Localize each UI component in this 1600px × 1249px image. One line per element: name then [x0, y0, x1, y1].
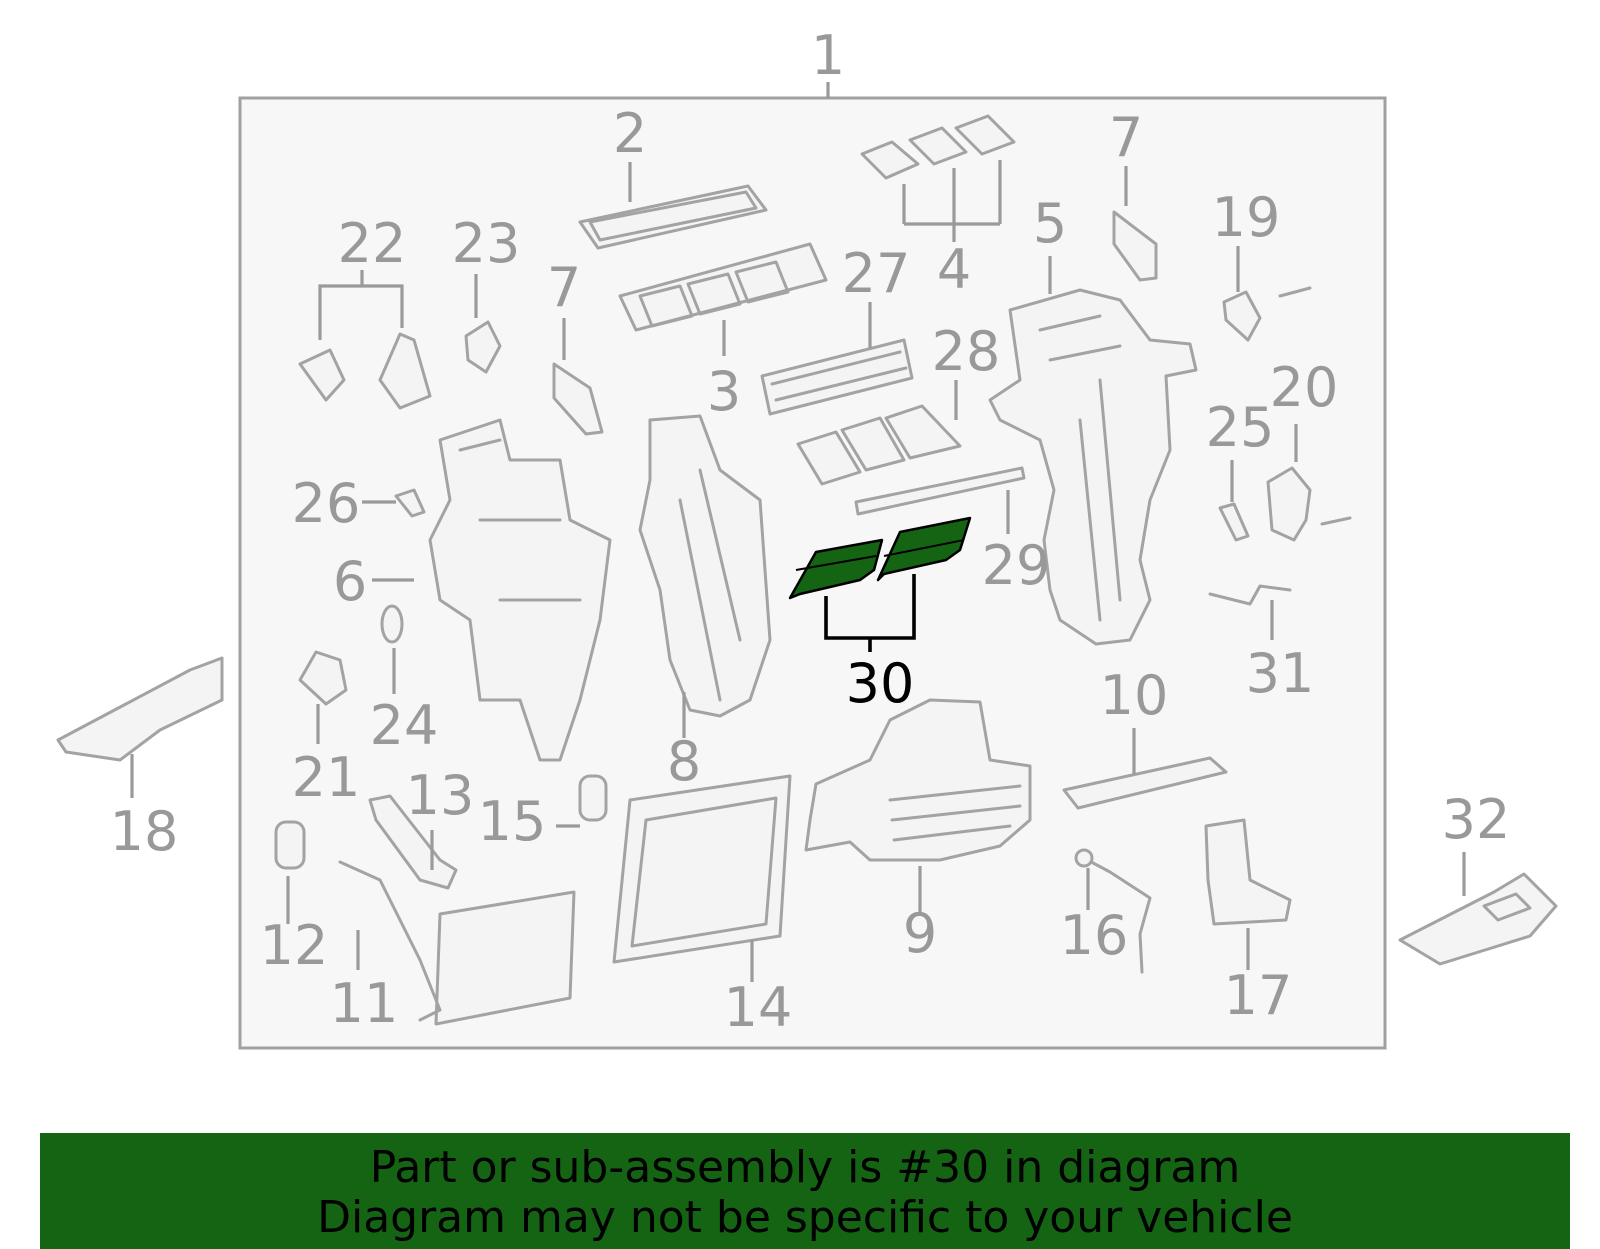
part-18-duct: [56, 656, 224, 762]
label-23: 23: [452, 212, 521, 275]
part-15-seal: [578, 774, 608, 822]
leader-lines: [130, 160, 1466, 982]
label-21: 21: [292, 746, 361, 809]
label-17: 17: [1224, 964, 1293, 1027]
label-15: 15: [478, 790, 547, 853]
part-17-motor: [1204, 818, 1292, 926]
label-14: 14: [724, 976, 793, 1039]
label-2: 2: [613, 102, 647, 165]
part-10-rail: [1062, 756, 1228, 810]
label-13: 13: [406, 764, 475, 827]
part-14-evaporator: [612, 774, 792, 964]
label-20: 20: [1270, 356, 1339, 419]
part-11-heater-core: [338, 860, 576, 1026]
part-22-clips: [298, 332, 432, 410]
label-6: 6: [333, 550, 367, 613]
label-24: 24: [370, 694, 439, 757]
label-7-b: 7: [1109, 106, 1143, 169]
banner-line-2: Diagram may not be specific to your vehi…: [317, 1192, 1293, 1243]
part-24-ring: [380, 604, 404, 644]
part-5-housing-right: [988, 288, 1198, 646]
info-banner: Part or sub-assembly is #30 in diagram D…: [40, 1133, 1570, 1249]
label-26: 26: [292, 472, 361, 535]
part-19-actuator: [1222, 286, 1312, 342]
part-3-grille: [618, 242, 828, 332]
part-8-housing-mid: [638, 414, 772, 718]
part-2-filter-frame: [578, 184, 768, 250]
label-31: 31: [1246, 642, 1315, 705]
banner-line-1: Part or sub-assembly is #30 in diagram: [369, 1142, 1241, 1193]
label-12: 12: [260, 914, 329, 977]
label-4: 4: [937, 238, 971, 301]
label-7-a: 7: [547, 256, 581, 319]
label-1: 1: [811, 24, 845, 87]
part-29-strip: [854, 466, 1026, 516]
part-27-bracket: [760, 338, 914, 416]
label-29: 29: [982, 534, 1051, 597]
part-13-pipe: [368, 794, 458, 890]
part-6-housing-left: [428, 418, 612, 762]
label-9: 9: [903, 902, 937, 965]
label-25: 25: [1206, 396, 1275, 459]
part-30-highlighted: [788, 516, 972, 600]
part-28-doors: [796, 404, 962, 486]
label-18: 18: [110, 800, 179, 863]
label-32: 32: [1442, 788, 1511, 851]
label-10: 10: [1100, 664, 1169, 727]
label-22: 22: [338, 212, 407, 275]
part-23-clip: [464, 320, 502, 374]
part-32-cover: [1398, 872, 1558, 966]
part-4-pads: [860, 114, 1016, 180]
label-8: 8: [667, 730, 701, 793]
label-28: 28: [932, 320, 1001, 383]
part-9-blower-case: [804, 698, 1032, 862]
part-7-bracket-b: [1112, 210, 1158, 282]
parts-diagram: 1 2 3 4 5 6 7 7 8 9 10 11 12 13 14 15 16…: [56, 24, 1558, 1050]
part-7-bracket-a: [552, 362, 604, 436]
label-16: 16: [1060, 904, 1129, 967]
part-25-sensor: [1218, 502, 1250, 542]
label-30: 30: [846, 652, 915, 715]
part-31-harness: [1208, 584, 1292, 606]
part-12-grommet: [274, 820, 306, 870]
part-26-screw: [394, 488, 426, 518]
label-19: 19: [1212, 186, 1281, 249]
part-20-actuator: [1266, 466, 1352, 542]
part-16-sensor: [1074, 848, 1152, 974]
label-5: 5: [1033, 192, 1067, 255]
label-27: 27: [842, 242, 911, 305]
label-3: 3: [707, 360, 741, 423]
label-11: 11: [330, 972, 399, 1035]
part-21-motor: [298, 650, 348, 706]
